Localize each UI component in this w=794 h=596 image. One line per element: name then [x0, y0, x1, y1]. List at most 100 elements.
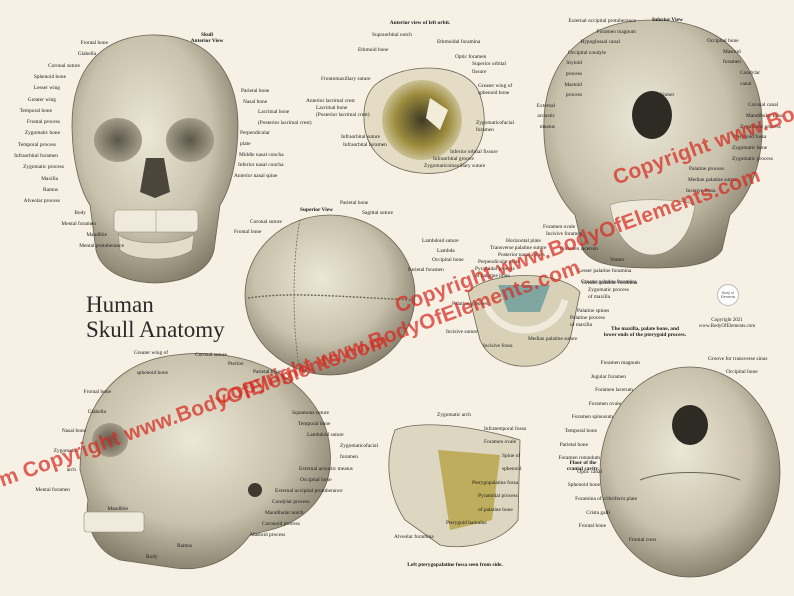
anterior-right-label: Inferior nasal concha [238, 162, 284, 169]
anterior-left-label: Coronal suture [48, 62, 80, 69]
cranial-left-label: Crista galli [586, 509, 610, 516]
orbit-labels-label: Infraorbital foramen [343, 141, 387, 148]
palate-labels-label: Greater palatine foramina [582, 280, 638, 286]
inferior-left-label: Occipital condyle [567, 49, 606, 56]
inferior-left-label: acoustic [537, 113, 555, 120]
lateral-left-label: Zygomatic [53, 447, 77, 454]
superior-labels-label: Lambda [437, 247, 455, 254]
inferior-right-label: Palatine process [689, 166, 724, 173]
fossa-labels-label: Pyramidal process [478, 493, 518, 499]
cranial-left-label: Foramina of cribriform plate [575, 496, 637, 502]
anterior-left-label: Infraorbital foramen [14, 153, 58, 159]
inferior-left-label: Hypoglossal canal [580, 39, 620, 46]
cranial-floor-drawing [599, 366, 781, 578]
inferior-right-label: Mandibular fossa [746, 112, 784, 119]
inferior-left-label: Mastoid [564, 81, 582, 88]
lateral-right-label: External occipital protuberance [275, 487, 343, 494]
body-of-elements-logo: Body of Elements [717, 284, 739, 306]
palate-labels-label: Posterior nasal spines [498, 252, 545, 258]
inferior-left-label: Styloid [566, 60, 582, 67]
palate-labels-label: Foramen ovale [543, 224, 576, 230]
palate-labels-label: of maxilla [570, 322, 593, 328]
copyright-credit: Copyright 2021 www.BodyOfElements.com [698, 318, 756, 329]
anterior-right-label: Nasal bone [243, 98, 268, 105]
title-line-1: Human [86, 292, 154, 317]
inferior-right-label: Vomer [660, 91, 675, 98]
orbit-heading: Anterior view of left orbit. [389, 20, 451, 26]
palate-labels-label: Median palatine suture [528, 336, 578, 342]
lateral-right-label: Mastoid process [250, 532, 286, 539]
anterior-right-label: Parietal bone [241, 88, 270, 94]
inferior-bottom-label: Greater palatine foramina [581, 279, 637, 285]
orbit-labels-label: Ethmoidal foramina [437, 39, 481, 46]
cranial-left-label: Foramen ovale [588, 400, 621, 407]
cranial-right-label: Groove for transverse sinus [708, 356, 768, 362]
palate-labels-label: Perpendicular plate [478, 259, 520, 265]
orbit-labels-label: Infraorbital suture [341, 134, 381, 141]
inferior-right-label: Zygomatic bone [732, 145, 768, 151]
cranial-left-label: Optic canal [577, 468, 602, 475]
orbit-labels-label: Superior orbital [472, 61, 506, 68]
anterior-right-label: Lacrimal bone [258, 109, 290, 116]
anterior-left-label: Frontal bone [80, 40, 108, 46]
anterior-left-label: Temporal bone [19, 107, 52, 114]
anterior-left-label: Sphenoid bone [33, 73, 66, 80]
anterior-left-label: Mental protuberance [79, 243, 124, 250]
inferior-right-label: Incisive fossa [686, 187, 716, 194]
palate-labels-label: Palatine grooves [452, 301, 488, 307]
fossa-labels-label: Spine of [502, 452, 521, 459]
cranial-left-label: Jugular foramen [590, 373, 626, 380]
inferior-bottom-label: Foramen lacerum [560, 246, 598, 252]
superior-labels-label: Frontal bone [234, 228, 262, 235]
orbit-drawing [363, 67, 485, 174]
superior-labels-label: Sagittal suture [362, 209, 393, 216]
inferior-bottom-label: Lesser palatine foramina [578, 268, 632, 274]
inferior-skull-drawing [543, 19, 763, 269]
fossa-labels-label: Alveolar foramina [394, 533, 434, 540]
inferior-left-label: External occipital protuberance [568, 18, 636, 24]
inferior-left-label: External [536, 102, 555, 109]
anterior-left-label: Frontal process [26, 119, 60, 126]
cranial-left-label: Foramen spinosum [571, 414, 613, 421]
orbit-labels-label: fissure [472, 68, 487, 75]
anterior-left-label: Temporal process [17, 141, 56, 148]
lateral-right-label: Lambdoid suture [307, 432, 344, 439]
lateral-left-label: Mandible [107, 506, 128, 512]
cranial-caption: Floor of the cranial cavity. [566, 460, 600, 472]
cranial-left-label: Foramen lacerum [595, 387, 633, 394]
superior-labels-label: Occipital bone [432, 257, 464, 263]
anterior-left-label: Zygomatic bone [24, 130, 60, 137]
inferior-bottom-label: Vomer [610, 257, 625, 263]
anterior-right-label: Middle nasal concha [239, 151, 284, 158]
anterior-heading: Skull Anterior View [190, 32, 224, 44]
orbit-labels-label: Zygomaticofacial [476, 119, 515, 126]
fossa-labels-label: Pterygopalatine fossa [472, 479, 519, 486]
anterior-left-label: Lesser wing [33, 85, 60, 92]
superior-skull-drawing [244, 214, 416, 376]
fossa-labels-label: Infratemporal fossa [484, 425, 527, 432]
lateral-left-label: sphenoid bone [136, 369, 168, 376]
inferior-right-label: foramen [723, 59, 741, 66]
cranial-left-label: Frontal crest [628, 536, 656, 543]
inferior-right-label: canal [740, 80, 752, 87]
inferior-left-label: meatus [539, 124, 555, 130]
anterior-skull-drawing [71, 34, 239, 284]
cranial-left-label: Parietal bone [559, 441, 588, 448]
orbit-labels-label: (Posterior lacrimal crest) [316, 112, 370, 119]
inferior-right-label: Occipital bone [707, 38, 739, 44]
cranial-left-label: Sphenoid bone [567, 482, 600, 489]
lateral-right-label: Condylar process [272, 498, 310, 505]
anterior-left-label: Greater wing [27, 96, 56, 103]
superior-labels-label: Lambdoid suture [422, 238, 459, 244]
fossa-labels-label: Pterygoid hamulus [446, 520, 487, 526]
inferior-right-label: Condylar [740, 70, 761, 77]
palate-labels-label: Incisive suture [446, 329, 478, 335]
lateral-right-label: Ramus [177, 543, 192, 550]
inferior-right-label: Median palatine suture [688, 177, 738, 184]
palate-labels-label: Transverse palatine suture [490, 245, 547, 251]
anterior-left-label: Body [74, 209, 86, 216]
fossa-labels-label: Foramen ovale [484, 439, 517, 445]
lateral-top-label: Parietal bone [253, 369, 282, 375]
superior-labels-label: Parietal bone [340, 200, 369, 206]
